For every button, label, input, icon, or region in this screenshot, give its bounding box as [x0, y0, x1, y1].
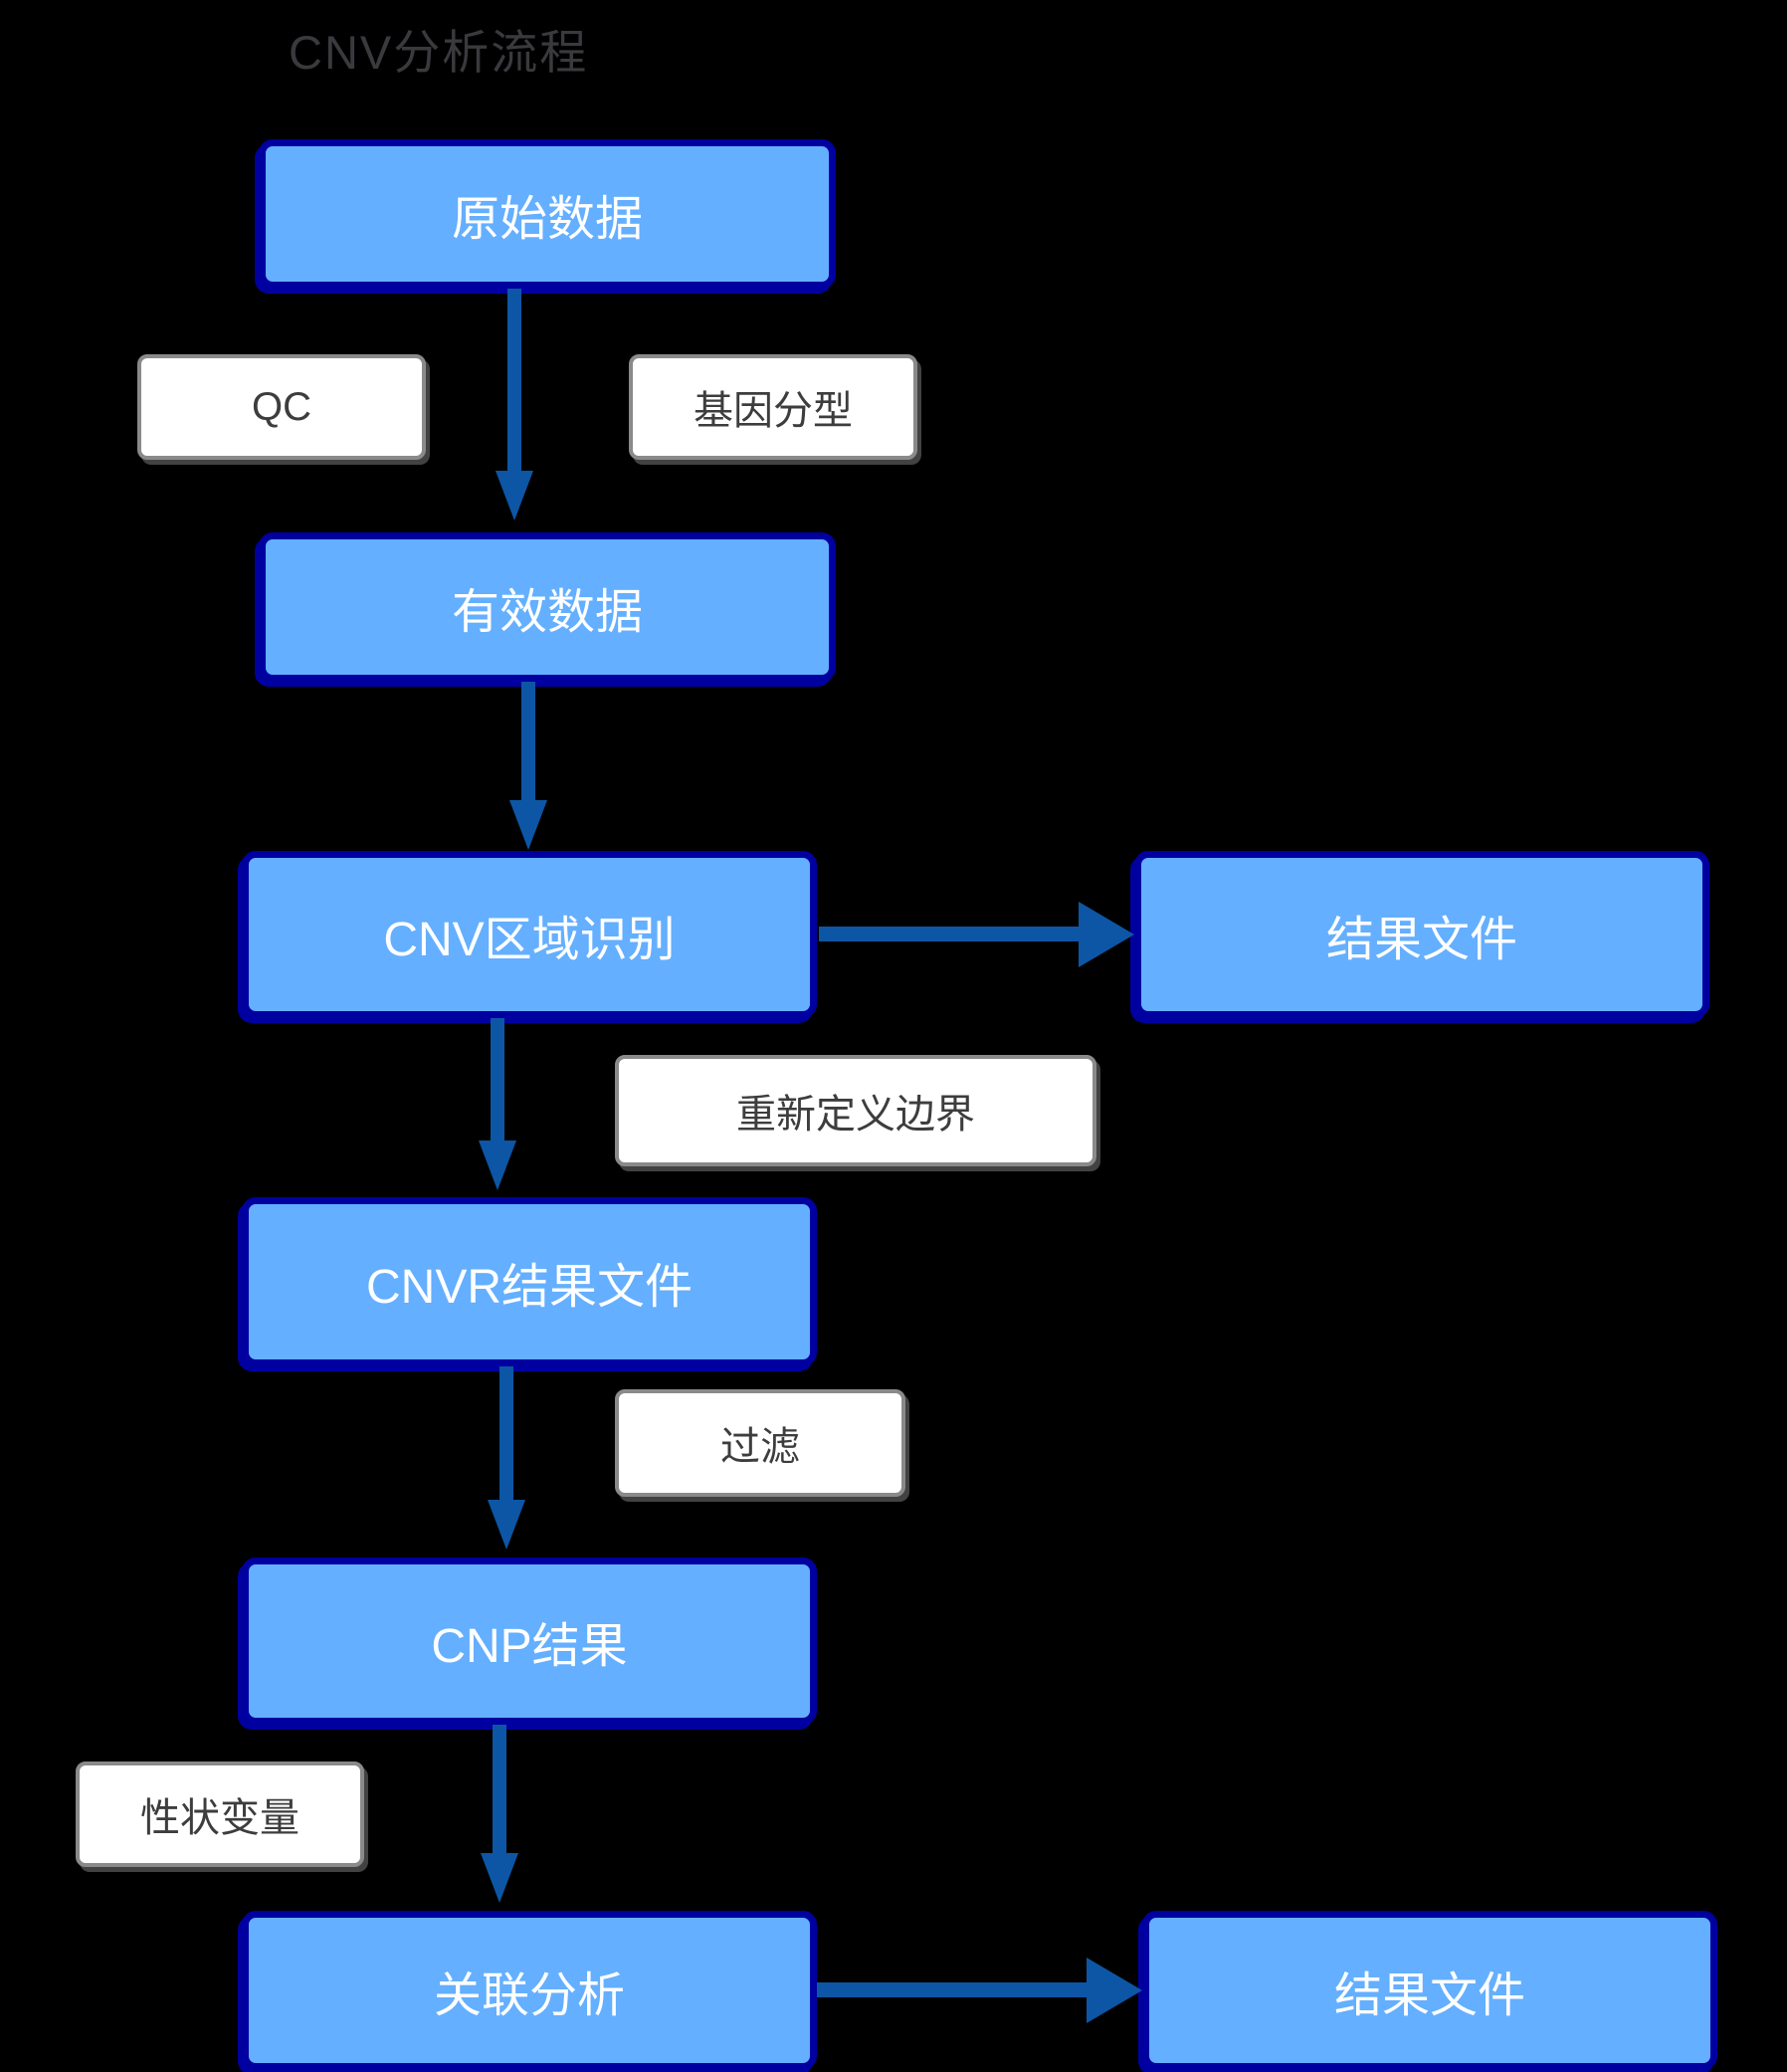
node-valid-data-label: 有效数据	[451, 586, 643, 639]
node-raw-data: 原始数据	[259, 139, 836, 289]
arrow-head-right-icon	[1087, 1958, 1142, 2023]
arrow-shaft	[819, 927, 1082, 941]
node-cnvr-result: CNVR结果文件	[242, 1197, 817, 1366]
arrow-shaft	[491, 1018, 504, 1142]
edge-label-redefine-boundary-text: 重新定义边界	[736, 1093, 975, 1137]
node-result-file-bottom-label: 结果文件	[1333, 1969, 1525, 2022]
edge-label-filter-text: 过滤	[720, 1425, 800, 1469]
node-association-label: 关联分析	[433, 1969, 625, 2022]
node-cnvr-result-label: CNVR结果文件	[365, 1261, 693, 1314]
edge-label-qc: QC	[137, 354, 426, 460]
edge-label-filter: 过滤	[615, 1389, 905, 1497]
arrow-shaft	[521, 682, 535, 802]
diagram-title: CNV分析流程	[289, 26, 589, 79]
node-association: 关联分析	[242, 1911, 817, 2070]
node-result-file-top-label: 结果文件	[1325, 914, 1517, 966]
arrow-shaft	[493, 1725, 506, 1855]
arrow-head-down-icon	[509, 800, 547, 850]
arrow-shaft	[499, 1366, 513, 1502]
edge-label-trait-variable-text: 性状变量	[140, 1796, 299, 1840]
edge-label-qc-text: QC	[252, 384, 311, 429]
node-cnp-result-label: CNP结果	[431, 1620, 628, 1673]
arrow-shaft	[817, 1982, 1090, 1997]
arrow-head-down-icon	[481, 1853, 518, 1903]
node-cnp-result: CNP结果	[242, 1557, 817, 1725]
node-valid-data: 有效数据	[259, 532, 836, 682]
node-cnv-region-label: CNV区域识别	[383, 914, 676, 966]
edge-label-trait-variable: 性状变量	[76, 1761, 364, 1867]
edge-label-redefine-boundary: 重新定义边界	[615, 1055, 1096, 1166]
node-cnv-region: CNV区域识别	[242, 851, 817, 1018]
edge-label-genotyping: 基因分型	[629, 354, 917, 460]
arrow-head-down-icon	[496, 471, 533, 520]
arrow-head-down-icon	[488, 1500, 525, 1550]
node-result-file-bottom: 结果文件	[1142, 1911, 1717, 2070]
arrow-head-down-icon	[479, 1140, 516, 1190]
node-raw-data-label: 原始数据	[451, 193, 643, 246]
arrow-head-right-icon	[1079, 902, 1134, 967]
arrow-shaft	[507, 289, 521, 473]
edge-label-genotyping-text: 基因分型	[694, 389, 853, 433]
node-result-file-top: 结果文件	[1134, 851, 1709, 1018]
